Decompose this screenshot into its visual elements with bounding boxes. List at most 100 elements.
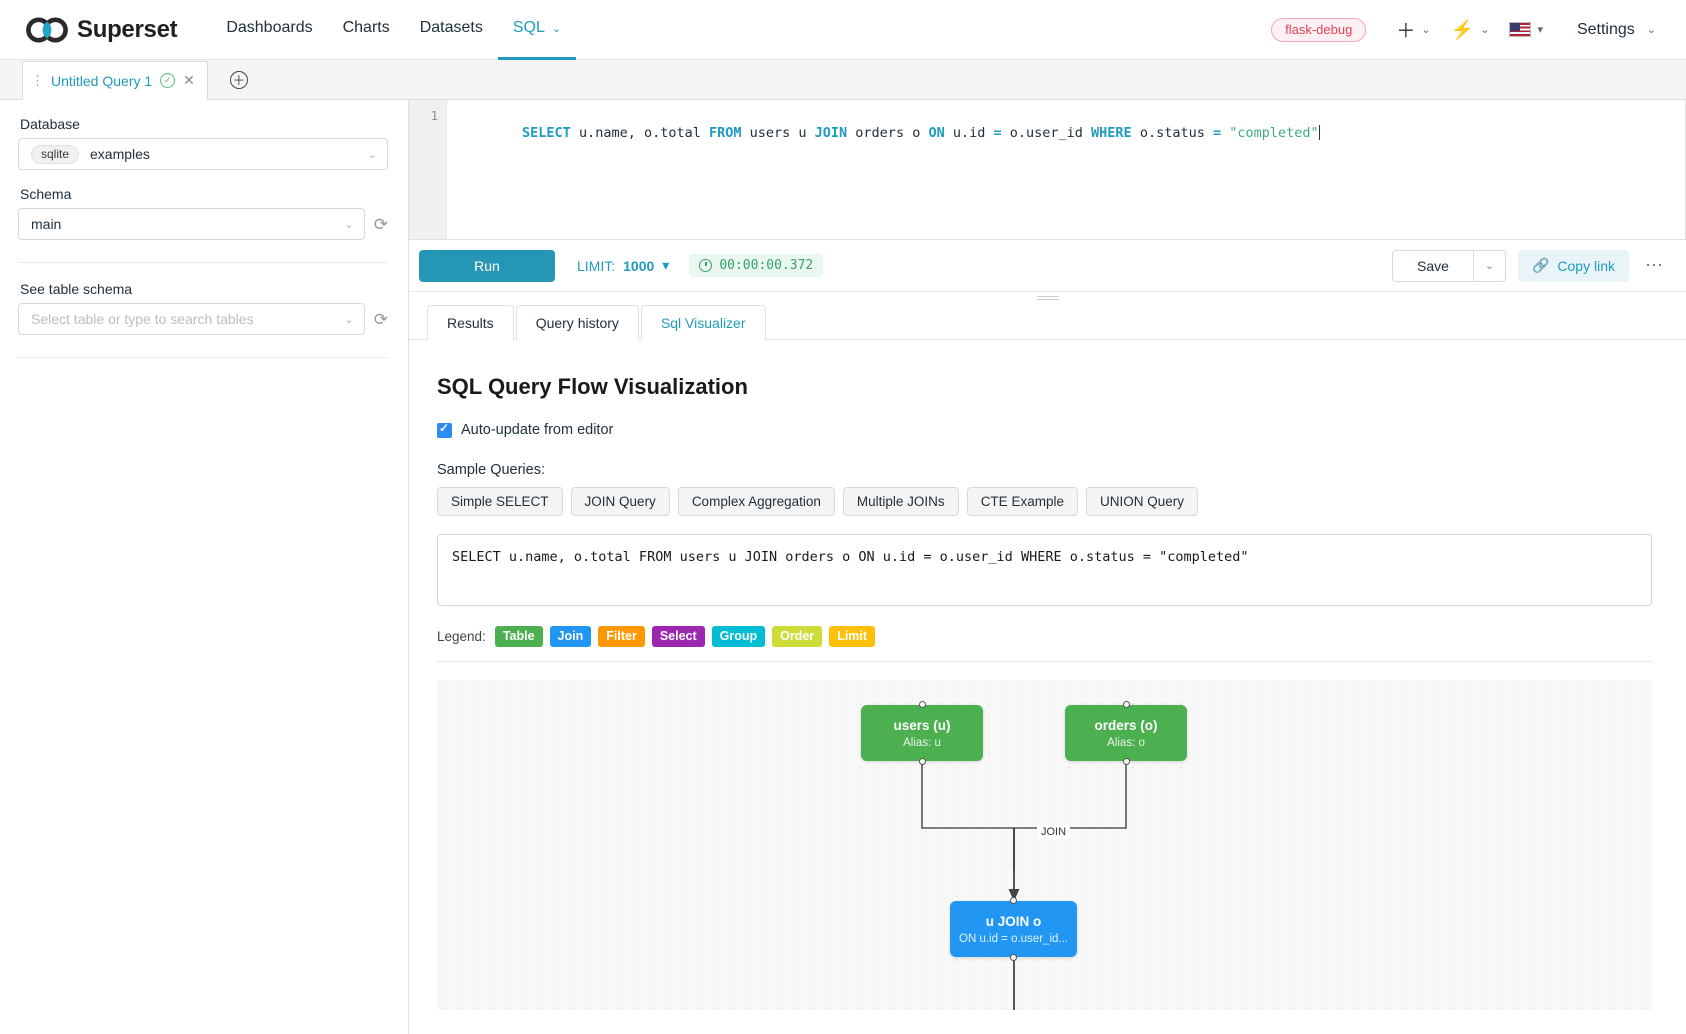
nav-datasets-label: Datasets <box>419 19 483 36</box>
run-button[interactable]: Run <box>419 249 555 282</box>
query-tab-untitled-query-1[interactable]: ⋮ Untitled Query 1 ✓ ✕ <box>22 61 208 100</box>
schema-select[interactable]: main ⌄ <box>18 208 365 240</box>
visualizer-sql-input[interactable] <box>437 534 1652 606</box>
flow-node-title: u JOIN o <box>985 913 1042 929</box>
settings-menu[interactable]: Settings ⌄ <box>1555 17 1664 43</box>
language-selector[interactable]: ▾ <box>1501 18 1551 41</box>
sample-btn-cte-example[interactable]: CTE Example <box>966 487 1078 516</box>
auto-update-row: Auto-update from editor <box>437 421 1652 438</box>
database-select[interactable]: sqlite examples ⌄ <box>18 138 388 170</box>
query-flow-canvas[interactable]: users (u)Alias: u orders (o)Alias: o u JOI… <box>437 680 1652 1010</box>
new-item-button[interactable]: ＋ ⌄ <box>1388 12 1438 47</box>
flask-debug-badge[interactable]: flask-debug <box>1271 17 1367 42</box>
table-row: Select table or type to search tables ⌄ … <box>18 303 388 335</box>
plus-icon: ＋ <box>1396 21 1416 42</box>
tab-sql-visualizer-label: Sql Visualizer <box>660 315 746 331</box>
nav-sql[interactable]: SQL ⌄ <box>497 0 577 60</box>
schema-value: main <box>31 216 62 232</box>
legend-label: Legend: <box>437 629 486 644</box>
flow-node-title: users (u) <box>893 717 951 733</box>
flow-node-users[interactable]: users (u)Alias: u <box>861 701 983 765</box>
node-handle-bottom[interactable] <box>1122 758 1130 765</box>
query-tab-bar: ⋮ Untitled Query 1 ✓ ✕ ＋ <box>0 60 1686 100</box>
legend-chip-limit: Limit <box>829 626 876 647</box>
chevron-down-icon: ⌄ <box>1421 24 1431 36</box>
node-handle-bottom[interactable] <box>918 758 926 765</box>
flow-edge-label: JOIN <box>1037 825 1071 839</box>
limit-dropdown[interactable]: LIMIT: 1000 ▾ <box>577 257 669 274</box>
node-handle-top[interactable] <box>1010 897 1017 904</box>
chevron-down-icon: ⌄ <box>551 22 562 35</box>
chevron-down-icon: ⌄ <box>367 148 377 161</box>
table-select[interactable]: Select table or type to search tables ⌄ <box>18 303 365 335</box>
brand-logo-area[interactable]: Superset <box>26 16 178 44</box>
clock-icon <box>699 259 713 272</box>
right-editor-panel: 1 SELECT u.name, o.total FROM users u JO… <box>409 100 1686 1034</box>
close-icon[interactable]: ✕ <box>183 72 195 88</box>
nav-dashboards[interactable]: Dashboards <box>211 0 327 60</box>
nav-datasets[interactable]: Datasets <box>405 0 498 60</box>
node-handle-bottom[interactable] <box>1010 954 1017 961</box>
sample-btn-complex-aggregation[interactable]: Complex Aggregation <box>677 487 835 516</box>
new-query-tab-button[interactable]: ＋ <box>229 71 248 89</box>
toolbar-right-actions: Save ⌄ 🔗 Copy link ⋯ <box>1392 249 1668 282</box>
node-handle-top[interactable] <box>1122 701 1130 708</box>
nav-charts-label: Charts <box>342 19 390 36</box>
schema-row: main ⌄ ⟳ <box>18 208 388 240</box>
nav-sql-label: SQL <box>512 19 545 36</box>
refresh-icon[interactable]: ⟳ <box>373 214 388 234</box>
query-tab-label: Untitled Query 1 <box>51 72 153 89</box>
legend-chip-group: Group <box>711 626 766 647</box>
ellipsis-icon[interactable]: ⋯ <box>1645 255 1664 275</box>
body-split: Database sqlite examples ⌄ Schema main ⌄… <box>0 100 1686 1034</box>
copy-link-button[interactable]: 🔗 Copy link <box>1517 249 1629 282</box>
sample-btn-join-query[interactable]: JOIN Query <box>570 487 670 516</box>
tab-query-history-label: Query history <box>535 315 619 331</box>
editor-gutter: 1 <box>409 100 447 239</box>
sample-queries-label: Sample Queries: <box>437 462 545 478</box>
left-query-panel: Database sqlite examples ⌄ Schema main ⌄… <box>0 100 408 1034</box>
save-button[interactable]: Save <box>1392 249 1474 282</box>
refresh-icon[interactable]: ⟳ <box>373 309 388 329</box>
editor-sql-text: SELECT u.name, o.total FROM users u JOIN… <box>522 125 1319 141</box>
tab-query-history[interactable]: Query history <box>515 305 639 340</box>
editor-code-area[interactable]: SELECT u.name, o.total FROM users u JOIN… <box>447 100 1685 239</box>
chevron-down-icon: ⌄ <box>344 218 354 231</box>
flow-node-subtitle: Alias: o <box>1107 736 1145 749</box>
top-navigation-bar: Superset Dashboards Charts Datasets SQL … <box>0 0 1686 60</box>
auto-update-label[interactable]: Auto-update from editor <box>461 422 614 438</box>
auto-update-checkbox[interactable] <box>437 421 452 438</box>
sql-editor[interactable]: 1 SELECT u.name, o.total FROM users u JO… <box>409 100 1686 240</box>
legend-chip-join: Join <box>549 626 592 647</box>
bolt-menu-button[interactable]: ⚡ ⌄ <box>1443 14 1498 46</box>
pane-resize-handle[interactable] <box>1036 294 1059 302</box>
chevron-down-icon: ⌄ <box>344 313 354 326</box>
page-title: SQL Query Flow Visualization <box>437 374 748 399</box>
sample-btn-simple-select[interactable]: Simple SELECT <box>437 487 563 516</box>
save-dropdown-button[interactable]: ⌄ <box>1473 249 1506 282</box>
flow-node-orders[interactable]: orders (o)Alias: o <box>1065 701 1187 765</box>
sample-btn-union-query[interactable]: UNION Query <box>1085 487 1198 516</box>
chevron-down-icon: ⌄ <box>1484 260 1495 272</box>
nav-charts[interactable]: Charts <box>328 0 405 60</box>
flow-edges <box>921 761 1127 1010</box>
sample-btn-multiple-joins[interactable]: Multiple JOINs <box>842 487 959 516</box>
result-tabs-underline <box>409 339 1686 340</box>
tab-results[interactable]: Results <box>427 305 514 340</box>
tab-results-label: Results <box>447 315 494 331</box>
superset-logo-icon <box>26 16 68 43</box>
check-circle-icon: ✓ <box>160 73 176 88</box>
tab-sql-visualizer[interactable]: Sql Visualizer <box>640 305 766 340</box>
database-value: examples <box>90 146 150 162</box>
vertical-splitter[interactable] <box>408 100 409 1034</box>
sample-queries-row: Simple SELECT JOIN Query Complex Aggrega… <box>437 487 1652 516</box>
drag-dots-icon[interactable]: ⋮ <box>31 73 44 88</box>
sql-visualizer-pane: SQL Query Flow Visualization Auto-update… <box>409 340 1686 1034</box>
legend-separator <box>437 661 1652 662</box>
settings-label: Settings <box>1576 20 1635 38</box>
legend: Legend: Table Join Filter Select Group O… <box>437 626 1652 647</box>
timer-value: 00:00:00.372 <box>719 258 814 273</box>
result-tabs: Results Query history Sql Visualizer <box>409 304 1686 340</box>
node-handle-top[interactable] <box>918 701 926 708</box>
